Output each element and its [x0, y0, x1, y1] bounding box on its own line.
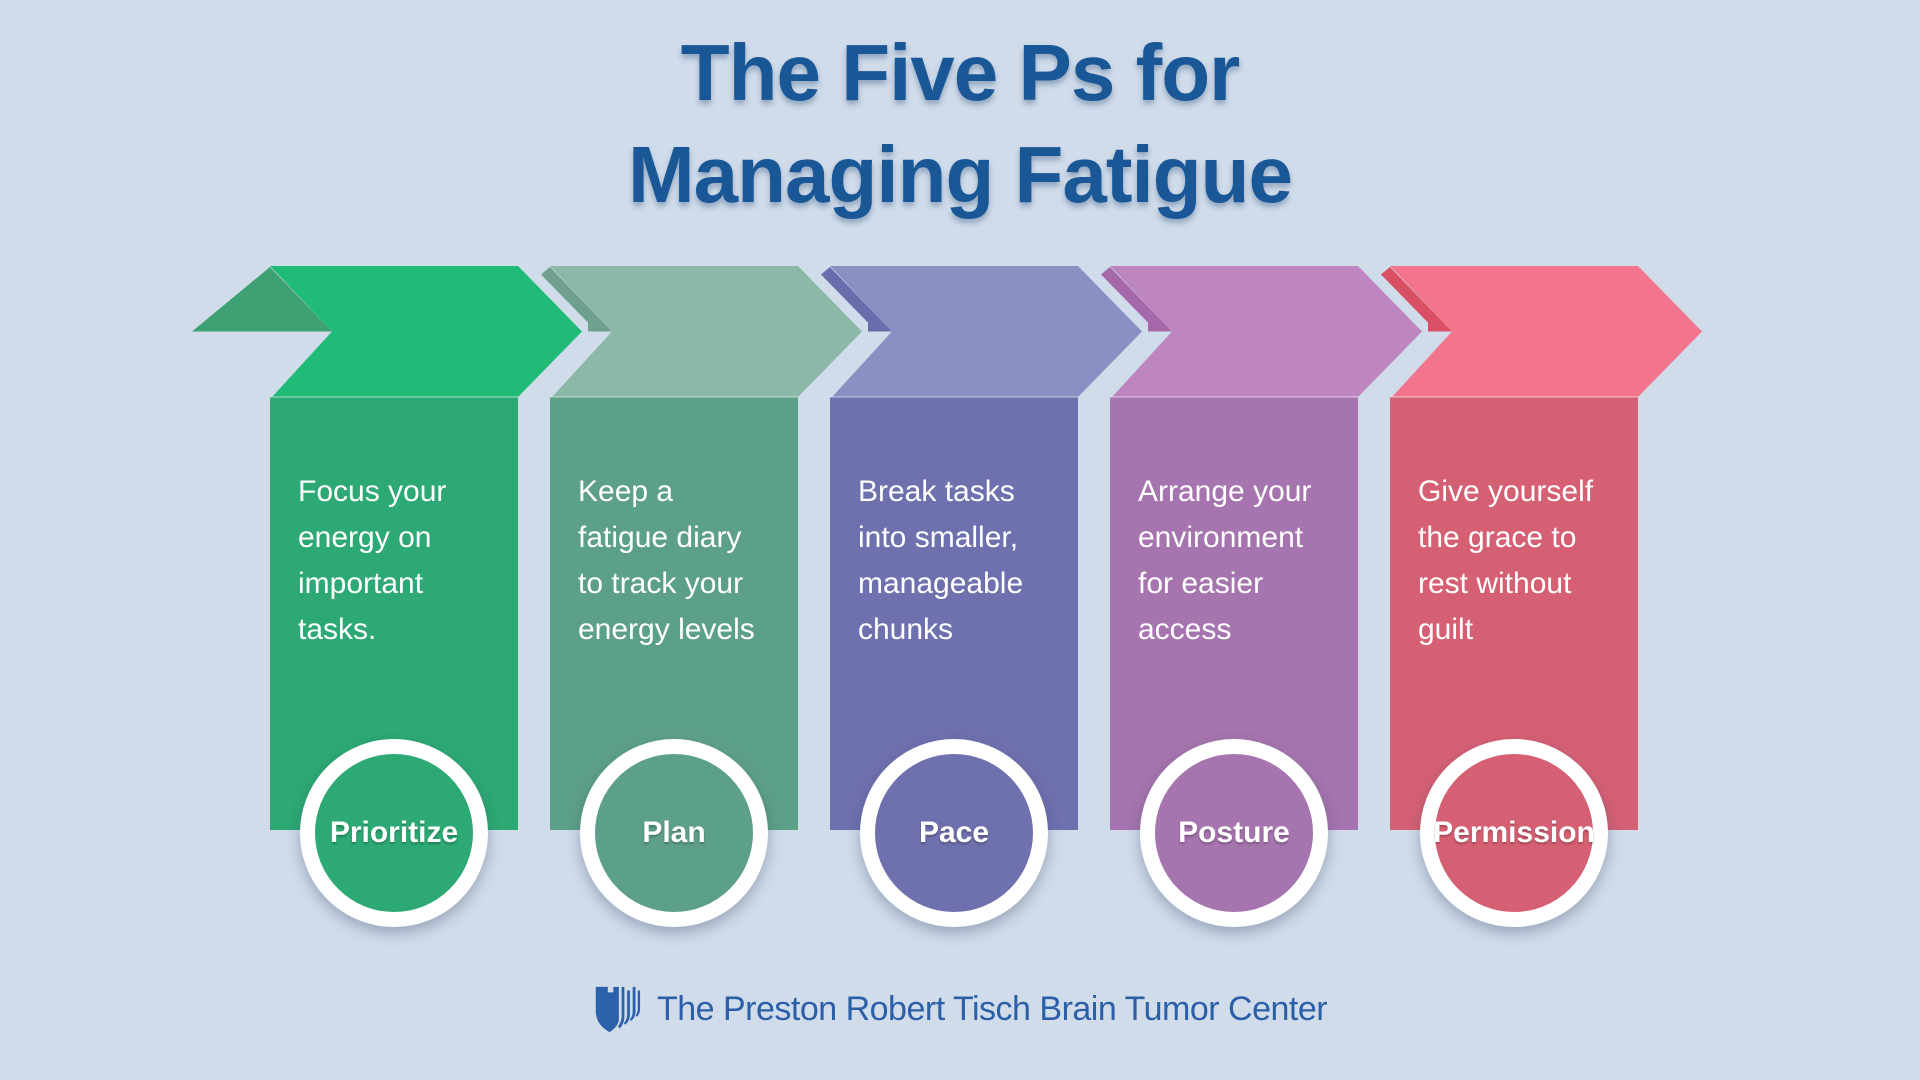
- step-badge: Posture: [1140, 739, 1328, 927]
- badge-label: Permission: [1433, 816, 1595, 849]
- step-prioritize: Focus your energy on important tasks. Pr…: [190, 266, 588, 927]
- step-badge: Plan: [580, 739, 768, 927]
- arrow-band: [550, 266, 862, 397]
- badge-label: Posture: [1178, 816, 1290, 849]
- step-description: Keep a fatigue diary to track your energ…: [578, 475, 755, 646]
- page-title: The Five Ps for Managing Fatigue: [628, 28, 1293, 219]
- step-badge: Permission: [1420, 739, 1608, 927]
- step-pace: Break tasks into smaller, manageable chu…: [750, 266, 1148, 927]
- badge-circle: Prioritize: [300, 739, 488, 927]
- arrow-band: [830, 266, 1142, 397]
- step-description: Give yourself the grace to rest without …: [1418, 475, 1594, 646]
- ribbon-arrow: [192, 266, 588, 830]
- step-posture: Arrange your environment for easier acce…: [1030, 266, 1428, 927]
- badge-label: Plan: [642, 816, 706, 849]
- footer: The Preston Robert Tisch Brain Tumor Cen…: [0, 982, 1920, 1036]
- badge-circle: Plan: [580, 739, 768, 927]
- badge-circle: Pace: [860, 739, 1048, 927]
- badge-label: Prioritize: [329, 816, 459, 849]
- fold-triangle: [192, 267, 332, 332]
- badge-circle: Posture: [1140, 739, 1328, 927]
- step-description: Arrange your environment for easier acce…: [1138, 475, 1312, 646]
- step-permission: Give yourself the grace to rest without …: [1310, 266, 1708, 927]
- step-description: Focus your energy on important tasks.: [298, 475, 447, 646]
- step-badge: Prioritize: [300, 739, 488, 927]
- badge-label: Pace: [918, 816, 990, 849]
- arrow-band: [270, 266, 582, 397]
- step-badge: Pace: [860, 739, 1048, 927]
- arrow-band: [1390, 266, 1702, 397]
- duke-shield-paths: [595, 986, 641, 1033]
- duke-shield-icon: [595, 986, 641, 1033]
- footer-text: The Preston Robert Tisch Brain Tumor Cen…: [656, 989, 1328, 1028]
- arrow-band: [1110, 266, 1422, 397]
- step-description: Break tasks into smaller, manageable chu…: [858, 475, 1024, 646]
- badge-circle: Permission: [1420, 739, 1608, 927]
